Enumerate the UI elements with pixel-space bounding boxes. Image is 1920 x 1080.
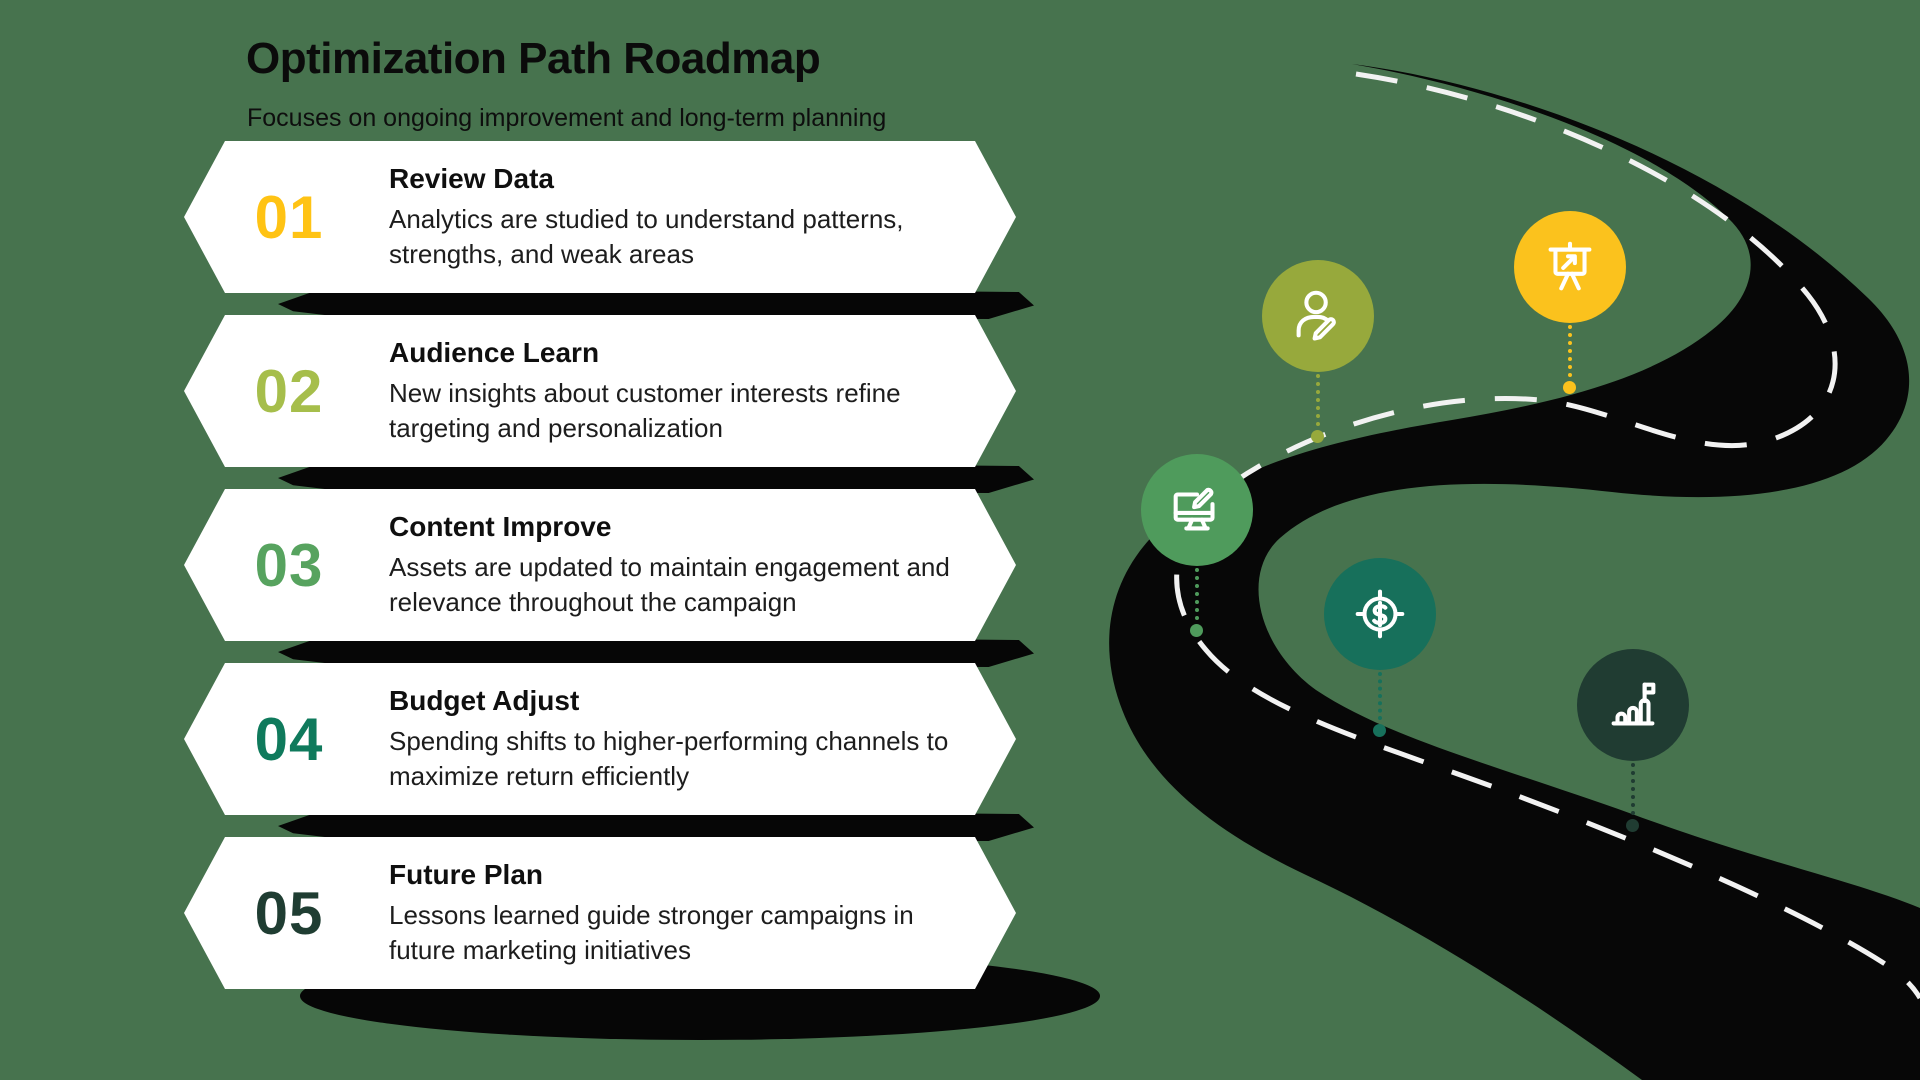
road-body [1109, 64, 1920, 1080]
marker-connector-1 [1568, 325, 1572, 377]
user-edit-icon [1296, 290, 1336, 341]
step-text: Content Improve Assets are updated to ma… [389, 511, 969, 619]
step-number: 04 [254, 705, 324, 773]
page-title: Optimization Path Roadmap [246, 34, 821, 83]
card-shadow [278, 811, 1034, 841]
step-number: 02 [254, 357, 324, 425]
step-title: Audience Learn [389, 337, 600, 369]
step-description: Assets are updated to maintain engagemen… [389, 552, 950, 617]
step-text: Audience Learn New insights about custom… [389, 337, 969, 445]
card-shadow [278, 289, 1034, 319]
step-card-2: 02 Audience Learn New insights about cus… [184, 315, 1016, 467]
dollar-target-icon [1355, 589, 1405, 639]
marker-connector-4 [1378, 672, 1382, 720]
marker-road-dot-2 [1311, 430, 1324, 443]
road-marker-budget [1324, 558, 1436, 670]
page-subtitle: Focuses on ongoing improvement and long-… [247, 104, 887, 132]
road-center-dashes [1174, 71, 1920, 1000]
step-number: 05 [254, 879, 324, 947]
step-text: Budget Adjust Spending shifts to higher-… [389, 685, 969, 793]
step-description: Lessons learned guide stronger campaigns… [389, 900, 914, 965]
road-marker-content [1141, 454, 1253, 566]
marker-connector-3 [1195, 568, 1199, 620]
road-marker-audience [1262, 260, 1374, 372]
step-card-5: 05 Future Plan Lessons learned guide str… [184, 837, 1016, 989]
marker-road-dot-5 [1626, 819, 1639, 832]
card-shadow [278, 463, 1034, 493]
step-description: New insights about customer interests re… [389, 378, 901, 443]
step-card-4: 04 Budget Adjust Spending shifts to high… [184, 663, 1016, 815]
monitor-edit-icon [1173, 487, 1215, 531]
step-title: Budget Adjust [389, 685, 580, 717]
marker-connector-2 [1316, 374, 1320, 426]
step-text: Future Plan Lessons learned guide strong… [389, 859, 969, 967]
road-marker-future [1577, 649, 1689, 761]
step-description: Spending shifts to higher-performing cha… [389, 726, 949, 791]
road-marker-review [1514, 211, 1626, 323]
marker-connector-5 [1631, 763, 1635, 815]
step-number: 03 [254, 531, 324, 599]
chart-flag-icon [1611, 682, 1656, 726]
marker-road-dot-3 [1190, 624, 1203, 637]
marker-road-dot-1 [1563, 381, 1576, 394]
step-card-3: 03 Content Improve Assets are updated to… [184, 489, 1016, 641]
step-title: Review Data [389, 163, 554, 195]
presentation-arrow-icon [1548, 241, 1592, 291]
step-text: Review Data Analytics are studied to und… [389, 163, 969, 271]
step-card-1: 01 Review Data Analytics are studied to … [184, 141, 1016, 293]
marker-road-dot-4 [1373, 724, 1386, 737]
step-number: 01 [254, 183, 324, 251]
step-title: Content Improve [389, 511, 612, 543]
card-shadow [278, 637, 1034, 667]
step-description: Analytics are studied to understand patt… [389, 204, 904, 269]
step-title: Future Plan [389, 859, 544, 891]
